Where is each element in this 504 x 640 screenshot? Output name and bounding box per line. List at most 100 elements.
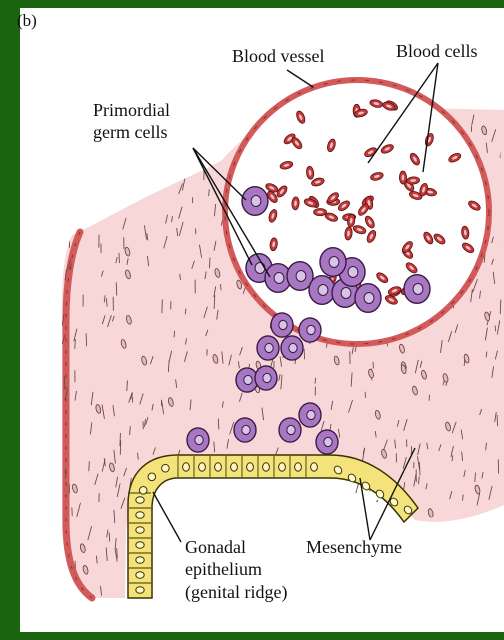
mesenchyme-fiber [188, 480, 191, 490]
label-gonadal-line2: epithelium [185, 559, 262, 579]
label-blood-cells: Blood cells [396, 41, 478, 61]
mesenchyme-fiber [101, 175, 102, 182]
epithelium-cell-nucleus [279, 463, 286, 471]
germ-cell-nucleus [265, 343, 273, 352]
blood-cell [399, 171, 406, 184]
epithelium-cell-nucleus [136, 587, 144, 594]
mesenchyme-fiber [133, 167, 135, 175]
germ-cell-nucleus [341, 288, 351, 299]
mesenchyme-fiber [162, 564, 163, 572]
epithelium-cell-nucleus [247, 463, 254, 471]
label-primordial-line1: Primordial [93, 100, 170, 120]
epithelium-cell-nucleus [231, 463, 238, 471]
germ-cell-nucleus [274, 273, 284, 284]
germ-cell-nucleus [279, 320, 287, 329]
mesenchyme-fiber [178, 563, 180, 569]
mesenchyme-fiber [308, 497, 310, 503]
mesenchyme-fiber [128, 176, 129, 183]
epithelium-cell-nucleus [136, 512, 144, 519]
mesenchyme-fiber [342, 573, 344, 584]
mesenchyme-cell [152, 157, 159, 167]
mesenchyme-fiber [489, 95, 490, 104]
mesenchyme-fiber [75, 340, 76, 349]
mesenchyme-fiber [224, 506, 227, 515]
germ-cell-nucleus [364, 293, 374, 304]
germ-cell-nucleus [289, 343, 297, 352]
mesenchyme-fiber [419, 477, 420, 484]
mesenchyme-fiber [220, 284, 221, 289]
mesenchyme-fiber [339, 583, 341, 595]
mesenchyme-fiber [130, 427, 131, 435]
mesenchyme-fiber [326, 564, 327, 570]
mesenchyme-fiber [463, 495, 464, 501]
mesenchyme-cell [92, 209, 99, 219]
epithelium-cell-nucleus [136, 542, 144, 549]
epithelium-cell-nucleus [263, 463, 270, 471]
mesenchyme-fiber [64, 579, 66, 589]
mesenchyme-fiber [299, 503, 302, 515]
mesenchyme-fiber [180, 274, 181, 280]
mesenchyme-fiber [328, 522, 330, 535]
mesenchyme-cell [404, 573, 411, 583]
panel-letter: (b) [17, 11, 37, 30]
mesenchyme-fiber [209, 258, 210, 268]
mesenchyme-cell [411, 566, 418, 576]
mesenchyme-fiber [185, 309, 186, 314]
mesenchyme-fiber [113, 204, 114, 210]
mesenchyme-fiber [120, 165, 123, 176]
mesenchyme-fiber [374, 500, 378, 511]
mesenchyme-fiber [114, 188, 116, 195]
mesenchyme-cell [217, 116, 224, 126]
mesenchyme-fiber [186, 111, 187, 123]
mesenchyme-fiber [424, 581, 426, 593]
germ-cell-nucleus [307, 325, 315, 334]
mesenchyme-fiber [179, 117, 181, 129]
label-gonadal-line1: Gonadal [185, 537, 246, 557]
mesenchyme-fiber [475, 473, 476, 482]
mesenchyme-fiber [100, 172, 102, 181]
mesenchyme-fiber [174, 331, 175, 337]
mesenchyme-fiber [284, 519, 286, 532]
blood-cell-center [317, 211, 323, 214]
mesenchyme-fiber [181, 95, 183, 101]
mesenchyme-cell [412, 556, 419, 566]
germ-cell-nucleus [348, 267, 358, 278]
mesenchyme-fiber [233, 96, 238, 109]
mesenchyme-fiber [183, 490, 184, 502]
label-primordial-line2: germ cells [93, 122, 167, 142]
mesenchyme-fiber [176, 523, 177, 532]
blood-cell [314, 209, 327, 216]
epithelium-cell-nucleus [215, 463, 222, 471]
label-mesenchyme: Mesenchyme [306, 537, 402, 557]
mesenchyme-fiber [163, 177, 165, 188]
mesenchyme-fiber [136, 184, 137, 194]
mesenchyme-fiber [410, 556, 414, 566]
mesenchyme-fiber [370, 502, 371, 508]
mesenchyme-fiber [135, 90, 138, 100]
mesenchyme-fiber [252, 541, 253, 551]
mesenchyme-fiber [374, 501, 377, 514]
mesenchyme-fiber [322, 575, 323, 582]
mesenchyme-cell [489, 518, 496, 528]
mesenchyme-fiber [285, 572, 286, 578]
mesenchyme-fiber [497, 99, 498, 108]
epithelium-cell-nucleus [295, 463, 302, 471]
epithelium-cell-nucleus [136, 527, 144, 534]
label-blood-vessel: Blood vessel [232, 46, 325, 66]
mesenchyme-fiber [246, 502, 247, 513]
epithelium-cell-nucleus [139, 487, 147, 495]
germ-cell-nucleus [318, 285, 328, 296]
germ-cell-nucleus [242, 425, 250, 434]
mesenchyme-fiber [375, 431, 376, 437]
mesenchyme-cell [421, 578, 428, 588]
mesenchyme-fiber [500, 300, 501, 314]
mesenchyme-fiber [87, 194, 89, 200]
germ-cell-nucleus [413, 284, 423, 295]
mesenchyme-fiber [212, 142, 215, 153]
mesenchyme-fiber [359, 586, 360, 594]
mesenchyme-fiber [62, 246, 64, 257]
mesenchyme-cell [88, 170, 95, 180]
mesenchyme-fiber [305, 555, 307, 566]
germ-cell-nucleus [329, 257, 339, 268]
